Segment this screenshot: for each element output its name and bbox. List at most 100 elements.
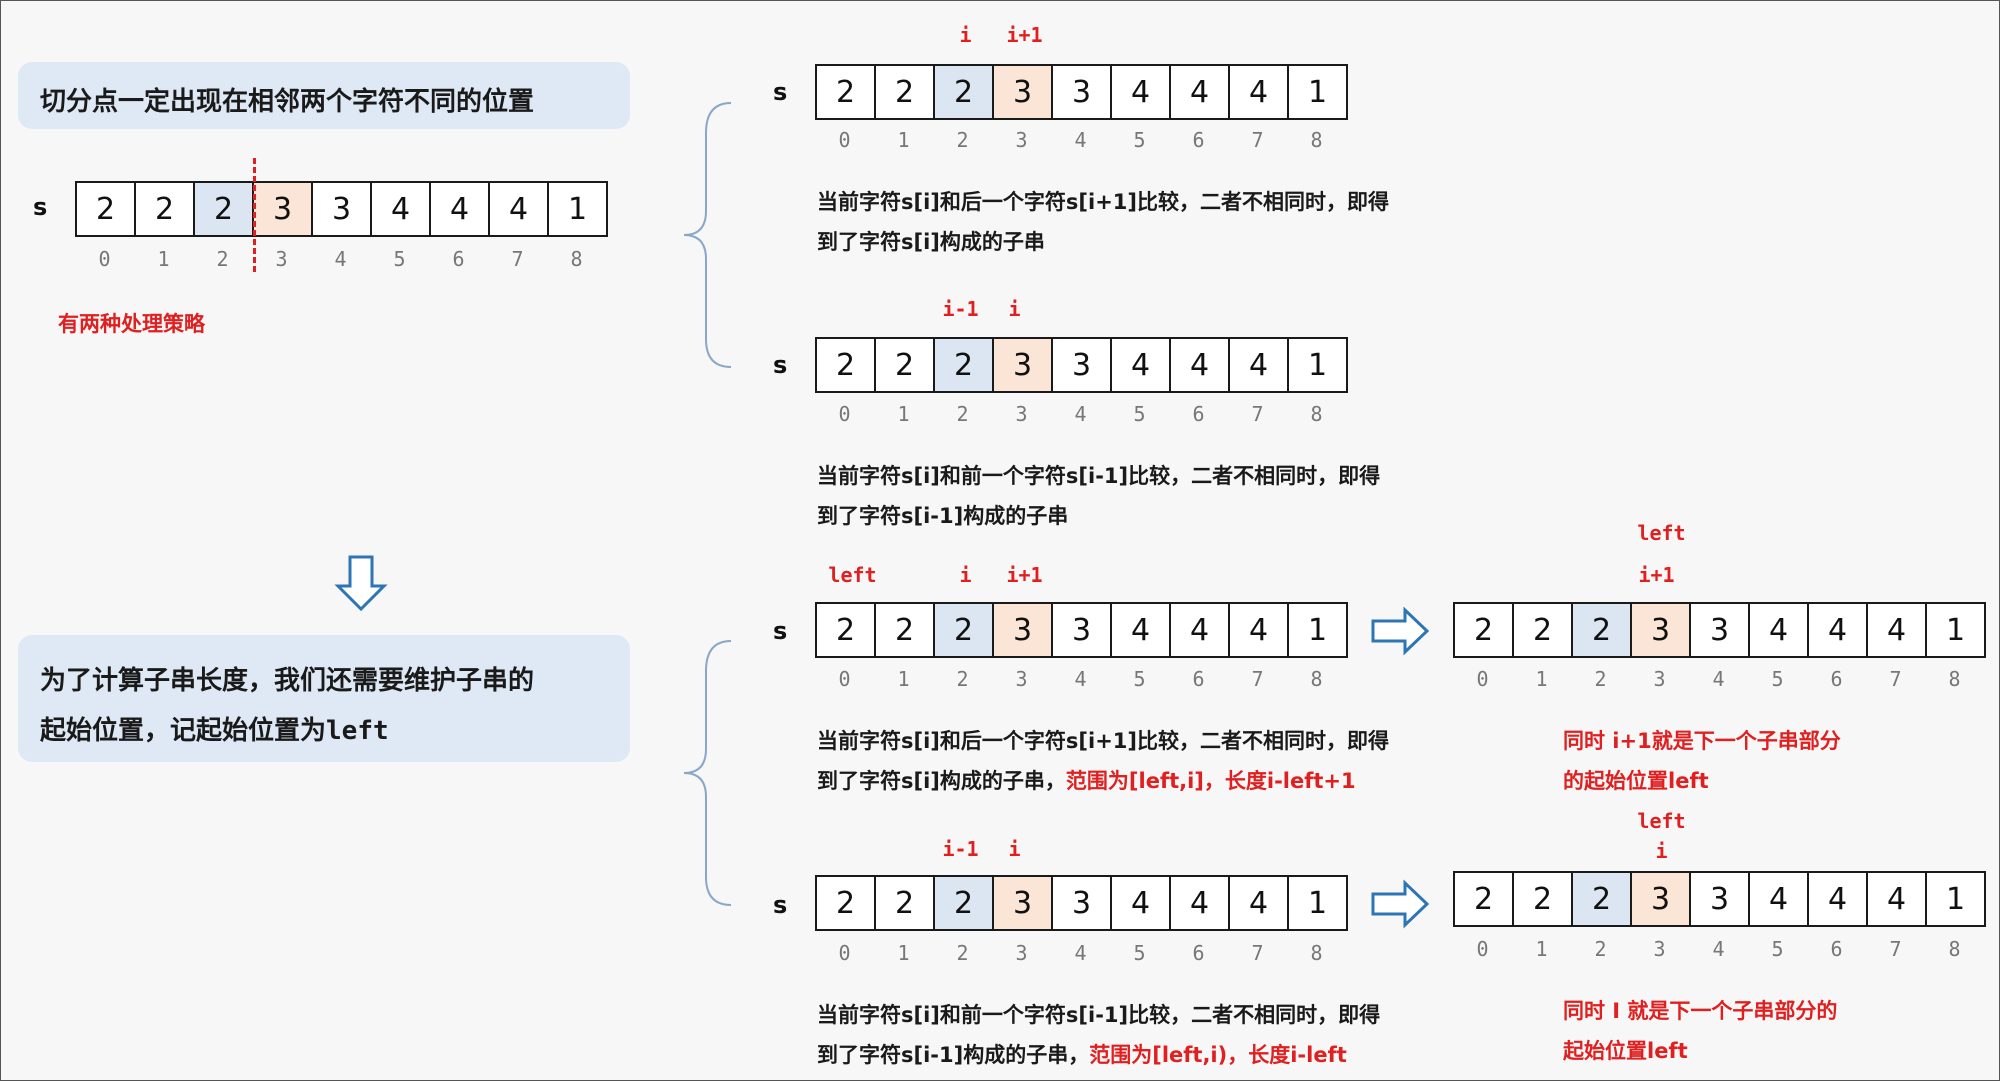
lower-brace — [683, 640, 732, 906]
array-cell: 1 — [549, 183, 608, 237]
array-cell: 4 — [1112, 66, 1171, 120]
index-label: 4 — [1074, 941, 1087, 965]
index-label: 5 — [1771, 667, 1784, 691]
index-label: 2 — [956, 402, 969, 426]
index-label: 3 — [1015, 941, 1028, 965]
strategies-label: 有两种处理策略 — [58, 312, 205, 336]
index-label: 1 — [897, 941, 910, 965]
index-label: 8 — [1310, 128, 1323, 152]
array-cell: 1 — [1289, 604, 1348, 658]
pointer-i-plus-1: i+1 — [1006, 23, 1043, 47]
array-cell: 1 — [1289, 339, 1348, 393]
bottom-callout-code: left — [326, 716, 389, 746]
case1-desc-line-2: 到了字符s[i]构成的子串 — [817, 230, 1045, 254]
index-label: 2 — [956, 128, 969, 152]
index-label: 2 — [956, 941, 969, 965]
index-label: 3 — [1015, 128, 1028, 152]
array-cell: 1 — [1927, 604, 1986, 658]
index-label: 0 — [838, 402, 851, 426]
upper-brace — [683, 102, 732, 368]
case4-note-line-1: 同时 I 就是下一个子串部分的 — [1563, 999, 1838, 1023]
array-cell: 2 — [1455, 873, 1514, 927]
array-cell: 4 — [1230, 877, 1289, 931]
case3-note-line-1: 同时 i+1就是下一个子串部分 — [1563, 729, 1841, 753]
case4-desc-line-2: 到了字符s[i-1]构成的子串，范围为[left,i)，长度i-left — [817, 1039, 1347, 1069]
pointer-i: i — [959, 563, 972, 587]
index-label: 7 — [1889, 667, 1902, 691]
index-label: 7 — [511, 247, 524, 271]
pointer-i: i — [1655, 839, 1668, 863]
split-point-dashed-line — [253, 158, 256, 272]
right-arrow-icon-1 — [1371, 606, 1430, 656]
index-label: 4 — [1712, 937, 1725, 961]
index-label: 0 — [1476, 667, 1489, 691]
index-label: 0 — [98, 247, 111, 271]
index-label: 5 — [393, 247, 406, 271]
array-cell: 2 — [77, 183, 136, 237]
index-label: 3 — [275, 247, 288, 271]
array-cell: 3 — [1691, 873, 1750, 927]
case3-desc-line-2: 到了字符s[i]构成的子串，范围为[left,i]，长度i-left+1 — [817, 765, 1356, 795]
array-cell: 2 — [1573, 604, 1632, 658]
array-cell: 4 — [1809, 604, 1868, 658]
array-cell: 4 — [1868, 873, 1927, 927]
array-cell: 2 — [935, 877, 994, 931]
array-cell: 4 — [1809, 873, 1868, 927]
s-label: s — [773, 891, 788, 919]
top-callout: 切分点一定出现在相邻两个字符不同的位置 — [18, 62, 630, 129]
index-label: 7 — [1251, 667, 1264, 691]
bottom-callout-line-2: 起始位置，记起始位置为left — [40, 710, 389, 747]
index-label: 2 — [1594, 937, 1607, 961]
array-cell: 2 — [1514, 604, 1573, 658]
index-label: 7 — [1251, 941, 1264, 965]
bottom-callout-line-1: 为了计算子串长度，我们还需要维护子串的 — [40, 666, 535, 696]
array-cell: 4 — [431, 183, 490, 237]
array-cell: 4 — [1171, 604, 1230, 658]
array-cell: 1 — [1927, 873, 1986, 927]
index-label: 4 — [1712, 667, 1725, 691]
array-cell: 4 — [1171, 877, 1230, 931]
array-cell: 3 — [254, 183, 313, 237]
case1-desc-line-1: 当前字符s[i]和后一个字符s[i+1]比较，二者不相同时，即得 — [817, 190, 1389, 214]
pointer-left: left — [828, 563, 877, 587]
array-cell: 4 — [1868, 604, 1927, 658]
bottom-callout-line-2-text: 起始位置，记起始位置为 — [40, 716, 327, 746]
pointer-left: left — [1637, 521, 1686, 545]
pointer-i-minus-1: i-1 — [942, 837, 979, 861]
array-cell: 3 — [1053, 66, 1112, 120]
case3-range-text: 范围为[left,i]，长度i-left+1 — [1065, 769, 1356, 793]
array-cell: 2 — [935, 604, 994, 658]
s-label: s — [773, 351, 788, 379]
index-label: 4 — [334, 247, 347, 271]
index-label: 0 — [838, 667, 851, 691]
array-cell: 3 — [1053, 604, 1112, 658]
pointer-i-plus-1: i+1 — [1638, 563, 1675, 587]
array-cell: 2 — [1514, 873, 1573, 927]
array-cell: 2 — [817, 877, 876, 931]
index-label: 2 — [216, 247, 229, 271]
index-label: 1 — [897, 667, 910, 691]
index-label: 2 — [1594, 667, 1607, 691]
pointer-i: i — [1008, 297, 1021, 321]
array-cell: 4 — [1750, 873, 1809, 927]
array-cell: 4 — [1750, 604, 1809, 658]
pointer-i-minus-1: i-1 — [942, 297, 979, 321]
pointer-left: left — [1637, 809, 1686, 833]
array-cell: 1 — [1289, 66, 1348, 120]
index-label: 1 — [1535, 937, 1548, 961]
index-label: 5 — [1133, 402, 1146, 426]
index-label: 0 — [838, 941, 851, 965]
index-label: 0 — [838, 128, 851, 152]
array-cell: 2 — [876, 604, 935, 658]
index-label: 8 — [1310, 667, 1323, 691]
index-label: 7 — [1251, 402, 1264, 426]
index-label: 1 — [1535, 667, 1548, 691]
array-cell: 2 — [195, 183, 254, 237]
